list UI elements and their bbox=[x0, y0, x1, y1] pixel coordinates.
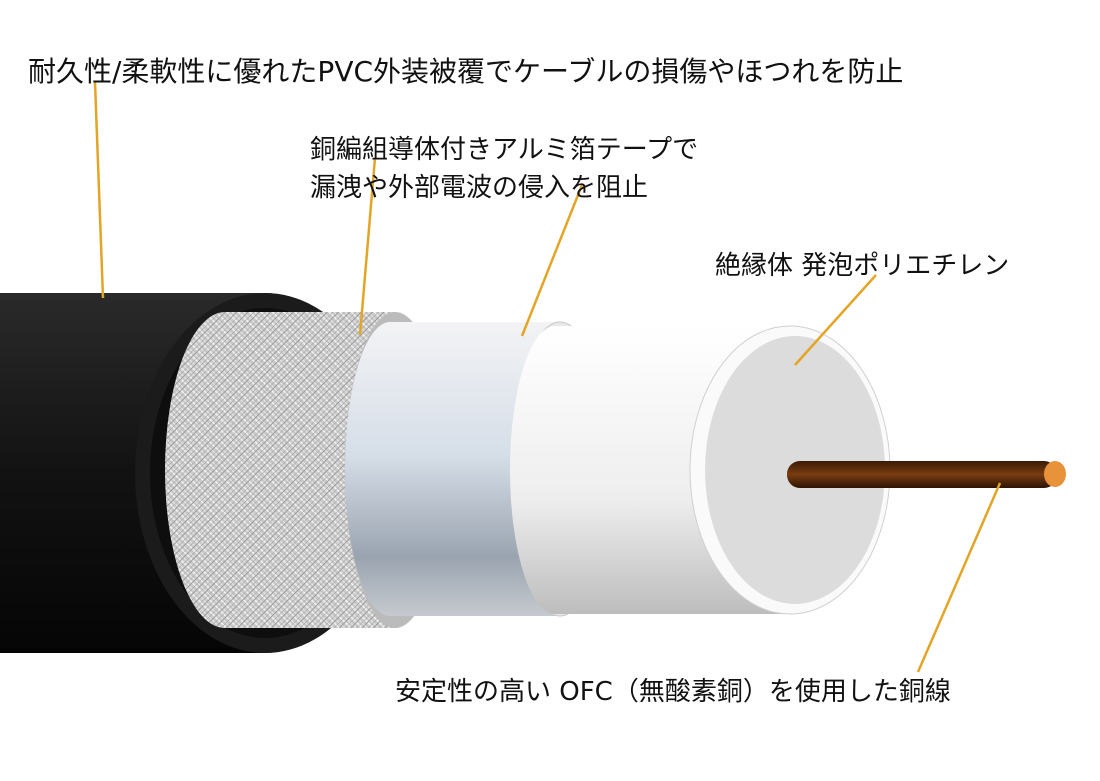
leader-insulator bbox=[794, 274, 877, 366]
label-shield-line2: 漏洩や外部電波の侵入を阻止 bbox=[310, 173, 648, 203]
ofc-copper-conductor bbox=[787, 461, 1066, 488]
leader-foil bbox=[520, 184, 584, 337]
label-conductor: 安定性の高い OFC（無酸素銅）を使用した銅線 bbox=[395, 677, 951, 707]
leader-lines bbox=[93, 81, 1002, 673]
label-shield-line1: 銅編組導体付きアルミ箔テープで bbox=[310, 135, 698, 165]
leader-braid bbox=[358, 157, 377, 336]
leader-jacket bbox=[93, 81, 105, 299]
label-jacket: 耐久性/柔軟性に優れたPVC外装被覆でケーブルの損傷やほつれを防止 bbox=[28, 55, 903, 88]
label-insulator: 絶縁体 発泡ポリエチレン bbox=[715, 251, 1009, 281]
leader-conductor bbox=[916, 482, 1002, 673]
